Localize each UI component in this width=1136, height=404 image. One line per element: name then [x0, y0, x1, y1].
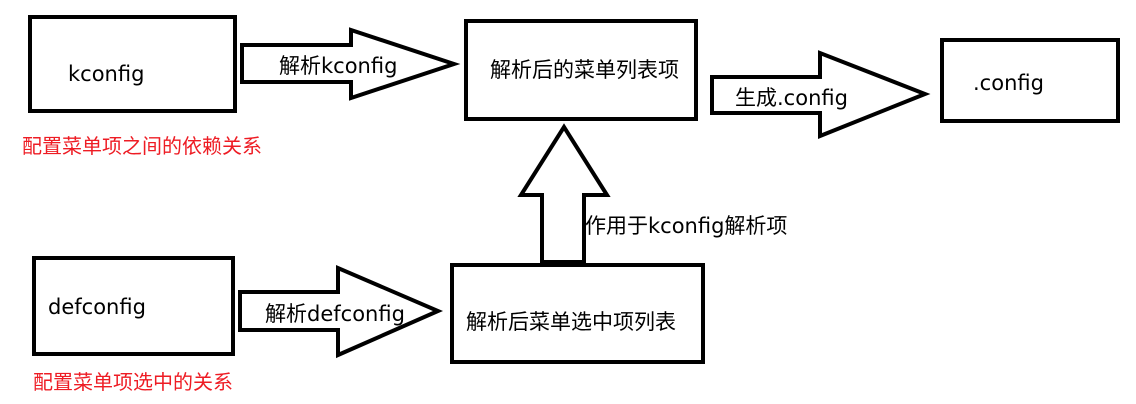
kconfig-note: 配置菜单项之间的依赖关系	[22, 134, 262, 158]
parse-kconfig-arrow	[240, 27, 461, 101]
parse-kconfig-label: 解析kconfig	[279, 54, 397, 78]
generate-config-label: 生成.config	[735, 86, 848, 110]
apply-to-items-arrow	[517, 123, 611, 264]
defconfig-note: 配置菜单项选中的关系	[33, 370, 233, 394]
parsed-selected-box	[450, 263, 705, 364]
defconfig-box	[32, 256, 235, 356]
parsed-menu-label: 解析后的菜单列表项	[490, 58, 679, 82]
kconfig-box	[28, 15, 237, 113]
parsed-menu-box	[464, 19, 698, 121]
generate-config-arrow	[710, 50, 931, 139]
dot-config-box	[940, 38, 1120, 123]
parse-defconfig-arrow	[238, 264, 444, 359]
parsed-selected-label: 解析后菜单选中项列表	[466, 310, 676, 334]
apply-to-items-label: 作用于kconfig解析项	[585, 214, 787, 238]
defconfig-box-label: defconfig	[48, 295, 146, 319]
dot-config-label: .config	[973, 71, 1044, 95]
kconfig-box-label: kconfig	[68, 62, 144, 86]
parse-defconfig-label: 解析defconfig	[265, 302, 405, 326]
